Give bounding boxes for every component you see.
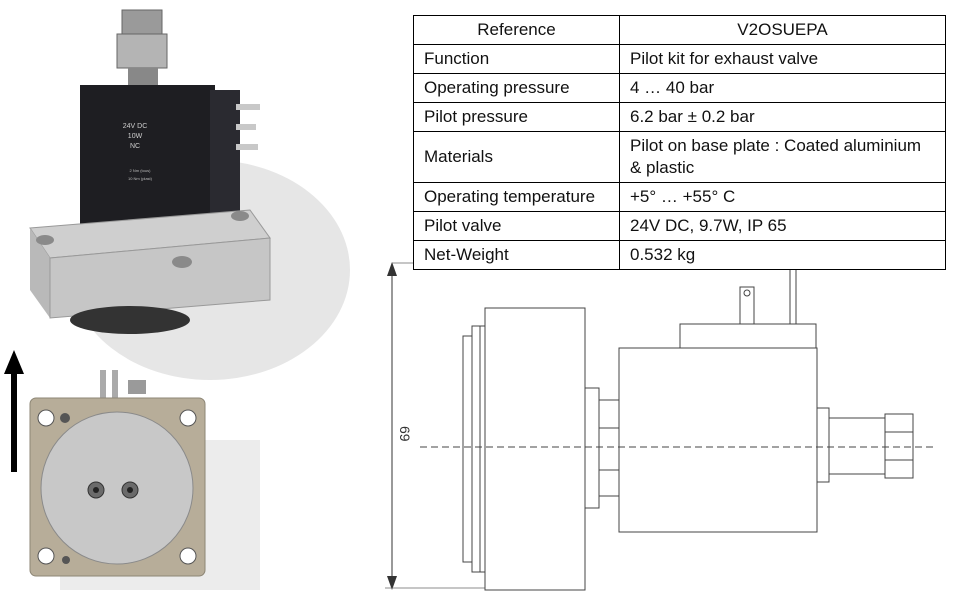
table-row: Pilot pressure 6.2 bar ± 0.2 bar xyxy=(413,102,946,132)
row-label: Operating pressure xyxy=(413,73,620,103)
table-header-row: Reference V2OSUEPA xyxy=(413,15,946,45)
row-value: 0.532 kg xyxy=(619,240,946,270)
dimension-label: 69 xyxy=(397,426,413,442)
row-label: Materials xyxy=(413,131,620,183)
base-plate-photo xyxy=(29,370,206,577)
up-arrow-icon xyxy=(4,350,24,472)
valve-assembly-photo: 24V DC 10W NC 2 Nm (tous) 10 Nm (plast) xyxy=(29,9,271,334)
row-value: 6.2 bar ± 0.2 bar xyxy=(619,102,946,132)
coil-torque-1: 2 Nm (tous) xyxy=(130,168,152,173)
row-label: Function xyxy=(413,44,620,74)
row-value: +5° … +55° C xyxy=(619,182,946,212)
coil-torque-2: 10 Nm (plast) xyxy=(128,176,153,181)
table-row: Operating temperature +5° … +55° C xyxy=(413,182,946,212)
table-row: Materials Pilot on base plate : Coated a… xyxy=(413,131,946,183)
product-photos: 24V DC 10W NC 2 Nm (tous) 10 Nm (plast) xyxy=(4,9,350,590)
specification-table: Reference V2OSUEPA Function Pilot kit fo… xyxy=(413,15,946,270)
table-row: Operating pressure 4 … 40 bar xyxy=(413,73,946,103)
table-row: Net-Weight 0.532 kg xyxy=(413,240,946,270)
row-value: 24V DC, 9.7W, IP 65 xyxy=(619,211,946,241)
row-label: Net-Weight xyxy=(413,240,620,270)
row-label: Pilot pressure xyxy=(413,102,620,132)
row-label: Pilot valve xyxy=(413,211,620,241)
technical-drawing: 69 xyxy=(385,262,935,591)
row-value: 4 … 40 bar xyxy=(619,73,946,103)
row-value: Pilot on base plate : Coated aluminium &… xyxy=(619,131,946,183)
coil-state: NC xyxy=(130,143,140,150)
reference-value: V2OSUEPA xyxy=(619,15,946,45)
reference-label: Reference xyxy=(413,15,620,45)
coil-voltage: 24V DC xyxy=(123,123,148,130)
table-row: Function Pilot kit for exhaust valve xyxy=(413,44,946,74)
coil-power: 10W xyxy=(128,133,143,140)
table-row: Pilot valve 24V DC, 9.7W, IP 65 xyxy=(413,211,946,241)
row-value: Pilot kit for exhaust valve xyxy=(619,44,946,74)
row-label: Operating temperature xyxy=(413,182,620,212)
